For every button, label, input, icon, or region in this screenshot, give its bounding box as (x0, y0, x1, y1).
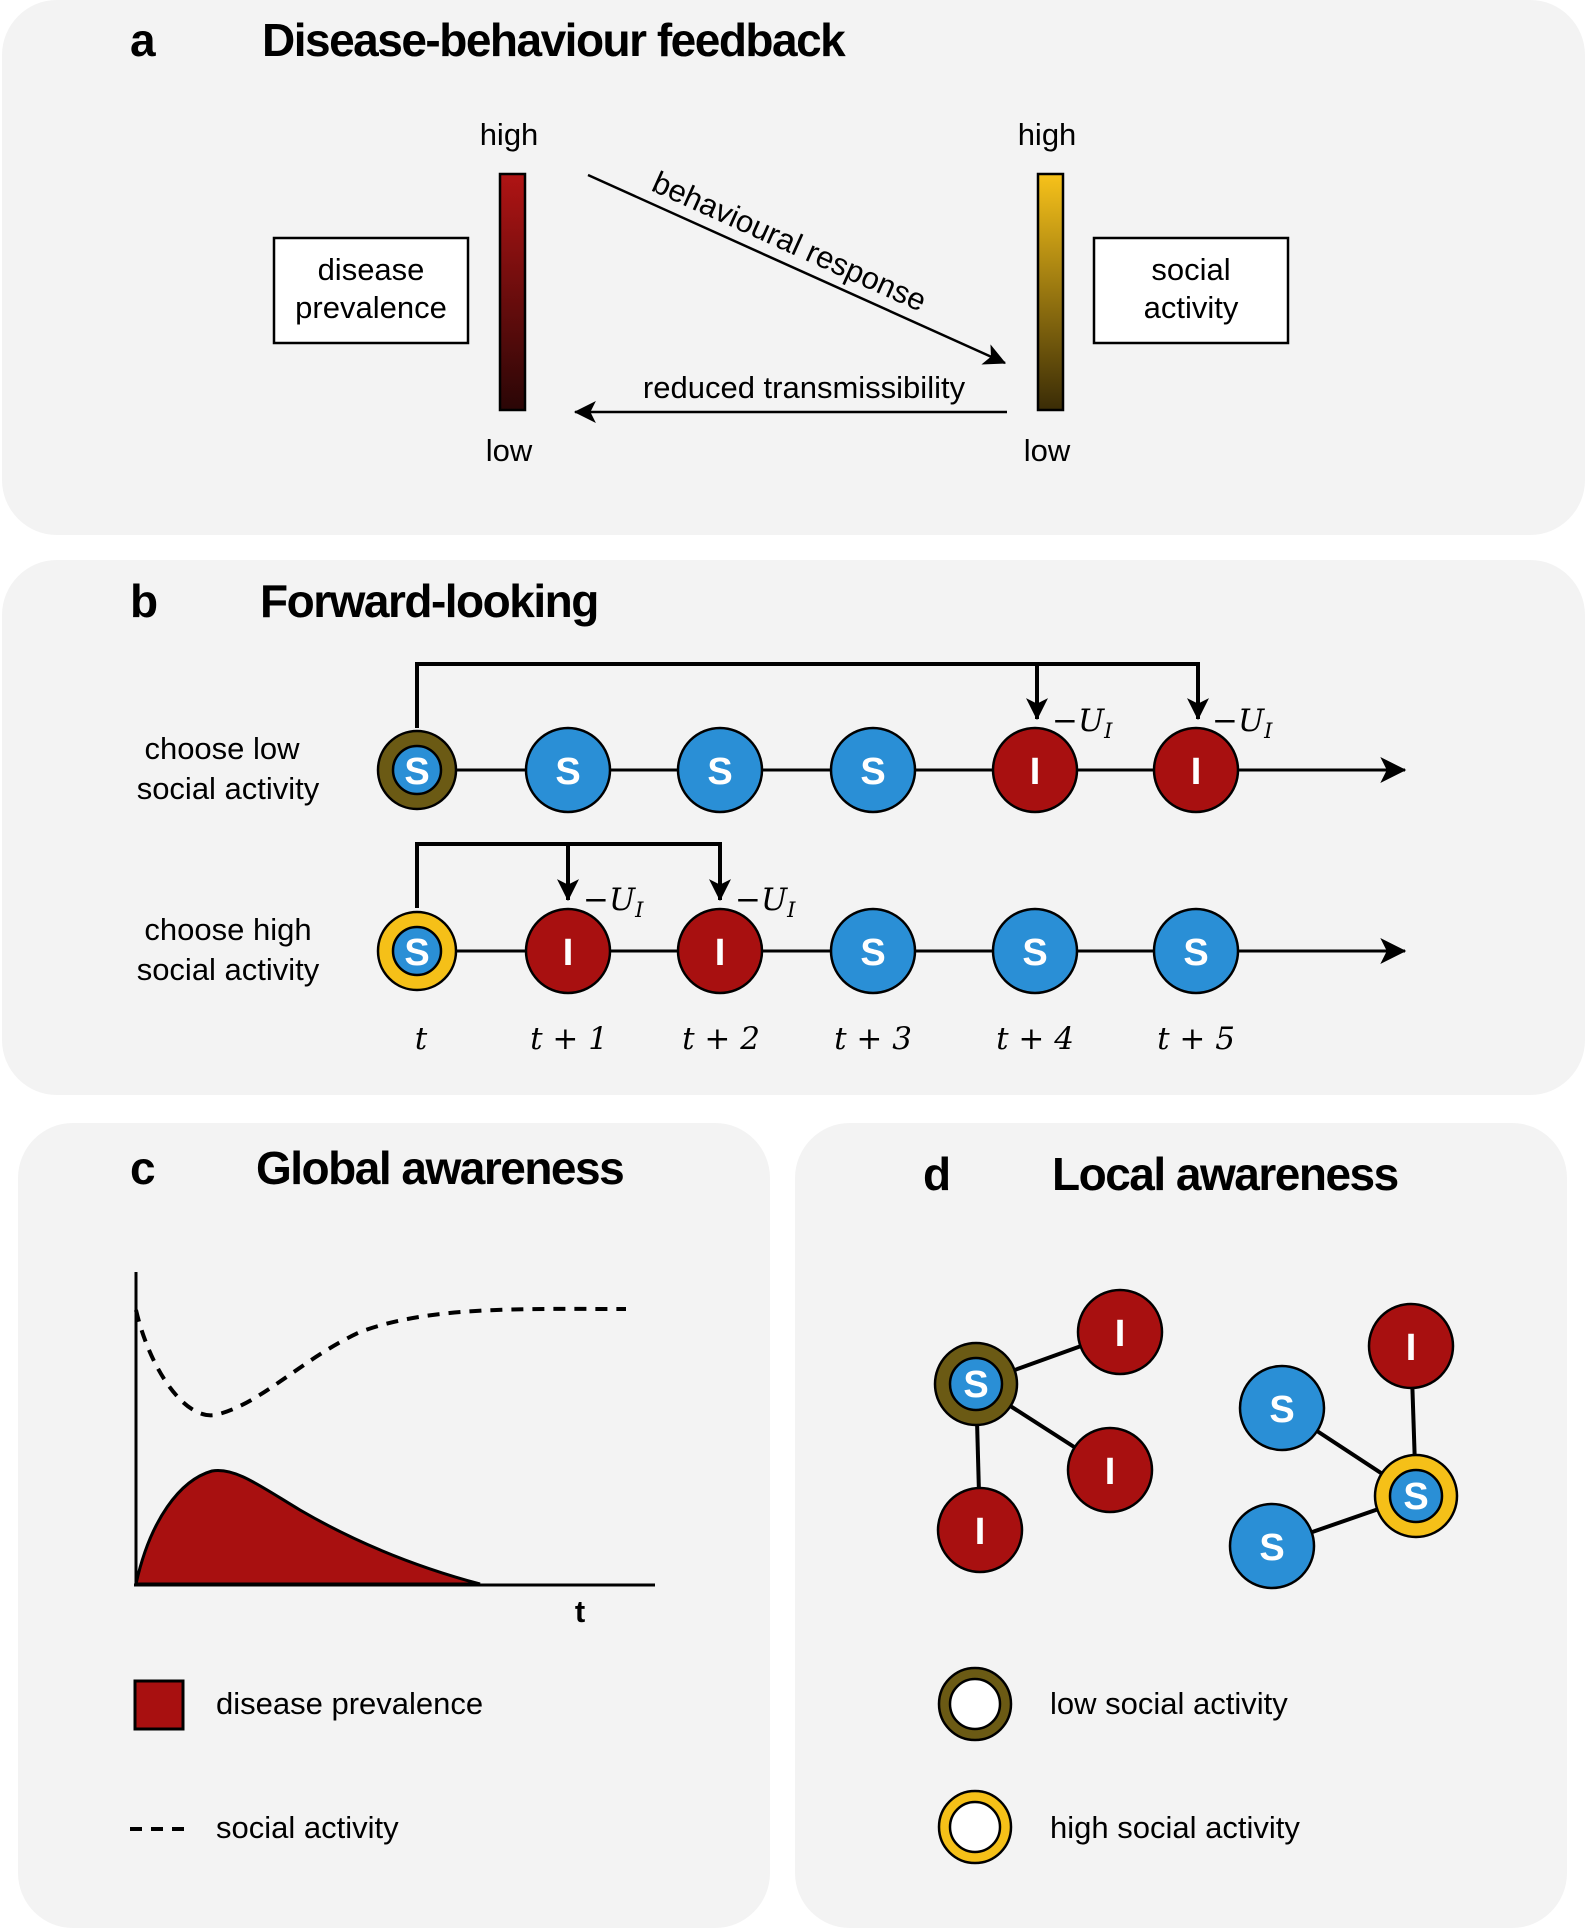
left-center-susceptible (948, 1356, 1004, 1412)
panel-b: b Forward-looking choose low social acti… (2, 560, 1585, 1095)
row-low-node-t5 (1152, 726, 1240, 814)
panel-d-title: Local awareness (1052, 1148, 1398, 1200)
left-neighbor-infected-2 (1066, 1426, 1154, 1514)
row-high-nodes: S I I S S S (376, 907, 1240, 995)
social-activity-line2: activity (1144, 290, 1239, 325)
social-activity-line1: social (1151, 252, 1230, 287)
panel-d: d Local awareness I I I S I S S S low so… (795, 1123, 1567, 1928)
row-high-node-t4 (991, 907, 1079, 995)
right-neighbor-susceptible-2-label: S (1259, 1527, 1284, 1569)
legend-high-activity-inner (948, 1800, 1002, 1854)
social-activity-box (1092, 236, 1290, 345)
row-high-node-t2-label: I (715, 932, 726, 974)
row-high-penalty-label-1: −UI (583, 882, 644, 922)
left-neighbor-infected-3-label: I (975, 1511, 986, 1553)
legend-activity-label: social activity (216, 1810, 399, 1845)
row-high-label-line1: choose high (144, 912, 311, 947)
panel-b-title: Forward-looking (260, 575, 598, 627)
right-neighbor-infected (1367, 1302, 1455, 1390)
row-high-node-t3-label: S (860, 932, 885, 974)
behavioural-response-arrow (587, 173, 1007, 365)
row-low-node-t2 (676, 726, 764, 814)
panel-c-title: Global awareness (256, 1142, 623, 1194)
panel-d-letter: d (923, 1148, 951, 1200)
row-high-penalty-label-2: −UI (735, 882, 796, 922)
row-low-node-t1-label: S (555, 751, 580, 793)
prevalence-high-label: high (480, 117, 539, 152)
prevalence-curve-area (134, 1468, 481, 1586)
x-axis-label: t (575, 1594, 585, 1629)
right-neighbor-infected-label: I (1406, 1327, 1417, 1369)
row-low-nodes: S S S S I I (376, 726, 1240, 814)
panel-a-title: Disease-behaviour feedback (262, 14, 846, 66)
panel-c: c Global awareness t disease prevalence … (18, 1123, 770, 1928)
activity-low-label: low (1024, 433, 1071, 468)
right-neighbor-susceptible-1 (1238, 1364, 1326, 1452)
legend-low-activity-inner (948, 1677, 1002, 1731)
reduced-transmissibility-label: reduced transmissibility (643, 370, 966, 405)
row-high-node-t4-label: S (1022, 932, 1047, 974)
row-high-node-t5-label: S (1183, 932, 1208, 974)
right-center-susceptible (1388, 1468, 1444, 1524)
disease-prevalence-box (272, 236, 470, 345)
time-label-t2: t + 2 (682, 1021, 760, 1057)
row-low-bracket (415, 662, 1200, 728)
legend-low-activity-label: low social activity (1050, 1686, 1288, 1721)
row-low-node-t2-label: S (707, 751, 732, 793)
row-low-node-t4 (991, 726, 1079, 814)
row-high-node-t-label: S (404, 932, 429, 974)
left-center-label: S (963, 1364, 988, 1406)
row-low-node-t3 (829, 726, 917, 814)
panel-b-letter: b (130, 575, 158, 627)
row-high-node-t (391, 925, 443, 977)
row-low-node-t (391, 744, 443, 796)
row-high-node-t2 (676, 907, 764, 995)
legend-high-activity-label: high social activity (1050, 1810, 1300, 1845)
legend-prevalence-label: disease prevalence (216, 1686, 483, 1721)
row-high-label-line2: social activity (137, 952, 320, 987)
left-neighbor-infected-1-label: I (1115, 1313, 1126, 1355)
panel-c-letter: c (130, 1142, 156, 1194)
right-neighbor-susceptible-2 (1228, 1502, 1316, 1590)
panel-a-letter: a (130, 14, 156, 66)
time-label-t5: t + 5 (1157, 1021, 1235, 1057)
row-low-node-t3-label: S (860, 751, 885, 793)
prevalence-gradient-bar (498, 172, 527, 412)
left-neighbor-infected-3 (936, 1486, 1024, 1574)
row-low-label-line2: social activity (137, 771, 320, 806)
right-neighbor-susceptible-1-label: S (1269, 1389, 1294, 1431)
disease-prevalence-line2: prevalence (295, 290, 447, 325)
time-label-t4: t + 4 (996, 1021, 1074, 1057)
row-low-penalty-label-2: −UI (1212, 703, 1273, 743)
row-low-node-t1 (524, 726, 612, 814)
activity-high-label: high (1018, 117, 1077, 152)
left-neighbor-infected-2-label: I (1105, 1451, 1116, 1493)
legend-prevalence-swatch (133, 1679, 185, 1731)
left-neighbor-infected-1 (1076, 1288, 1164, 1376)
panel-b-background (2, 560, 1585, 1095)
time-label-t: t (415, 1021, 428, 1057)
row-high-node-t3 (829, 907, 917, 995)
row-low-node-t4-label: I (1030, 751, 1041, 793)
prevalence-low-label: low (486, 433, 533, 468)
panel-a: a Disease-behaviour feedback disease pre… (2, 0, 1585, 535)
social-activity-curve (134, 1306, 627, 1418)
row-low-node-t-label: S (404, 751, 429, 793)
row-high-node-t5 (1152, 907, 1240, 995)
row-low-label-line1: choose low (144, 731, 300, 766)
disease-prevalence-line1: disease (318, 252, 425, 287)
activity-gradient-bar (1036, 172, 1065, 412)
panel-c-background (18, 1123, 770, 1928)
time-label-t3: t + 3 (834, 1021, 912, 1057)
row-low-penalty-label-1: −UI (1052, 703, 1113, 743)
time-label-t1: t + 1 (530, 1021, 608, 1057)
panel-d-background (795, 1123, 1567, 1928)
row-high-node-t1-label: I (563, 932, 574, 974)
right-center-label: S (1403, 1476, 1428, 1518)
row-low-node-t5-label: I (1191, 751, 1202, 793)
row-high-node-t1 (524, 907, 612, 995)
